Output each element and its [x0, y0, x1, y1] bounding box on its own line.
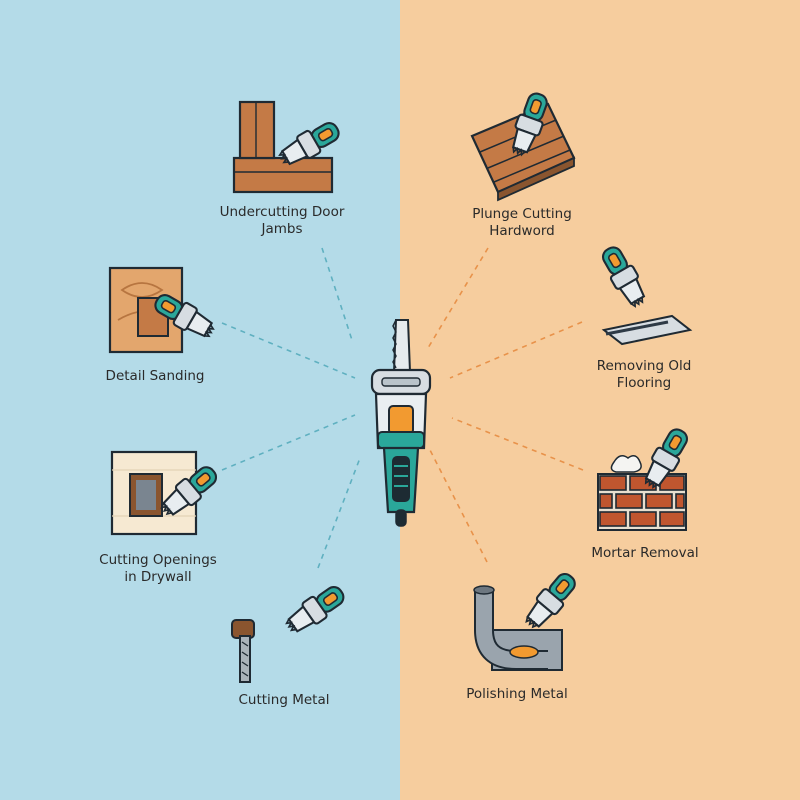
- connector-detail-sanding: [221, 322, 356, 379]
- connector-mortar: [451, 417, 584, 471]
- label-detail-sanding: Detail Sanding: [105, 368, 205, 384]
- door-jamb-undercut-icon: [232, 100, 345, 194]
- label-undercutting-door-jambs: Undercutting Door Jambs: [219, 204, 345, 237]
- metal-bolt-cutting-icon: [231, 580, 350, 683]
- flooring-scraper-icon: [596, 241, 693, 346]
- drywall-cutting-icon: [110, 450, 223, 536]
- label-plunge-cutting-hardwood: Plunge Cutting Hardword: [472, 206, 572, 239]
- right-panel-background: [400, 0, 800, 800]
- detail-sanding-icon: [108, 266, 219, 354]
- pipe-polishing-icon: [473, 567, 582, 671]
- label-polishing-metal: Polishing Metal: [466, 686, 568, 702]
- label-cutting-metal: Cutting Metal: [238, 692, 330, 708]
- connector-undercutting: [321, 247, 353, 341]
- oscillating-multi-tool-icon: [370, 319, 432, 527]
- connector-flooring: [449, 321, 583, 379]
- brick-mortar-icon: [597, 423, 694, 531]
- label-removing-old-flooring: Removing Old Flooring: [596, 358, 692, 391]
- connector-polishing: [429, 449, 488, 563]
- hardwood-plunge-cut-icon: [470, 89, 576, 202]
- connector-cutting-metal: [317, 457, 361, 569]
- label-mortar-removal: Mortar Removal: [591, 545, 699, 561]
- connector-drywall: [221, 414, 356, 471]
- connector-plunge: [427, 247, 489, 349]
- connector-lines: [221, 247, 584, 569]
- label-cutting-openings-in-drywall: Cutting Openings in Drywall: [99, 552, 217, 585]
